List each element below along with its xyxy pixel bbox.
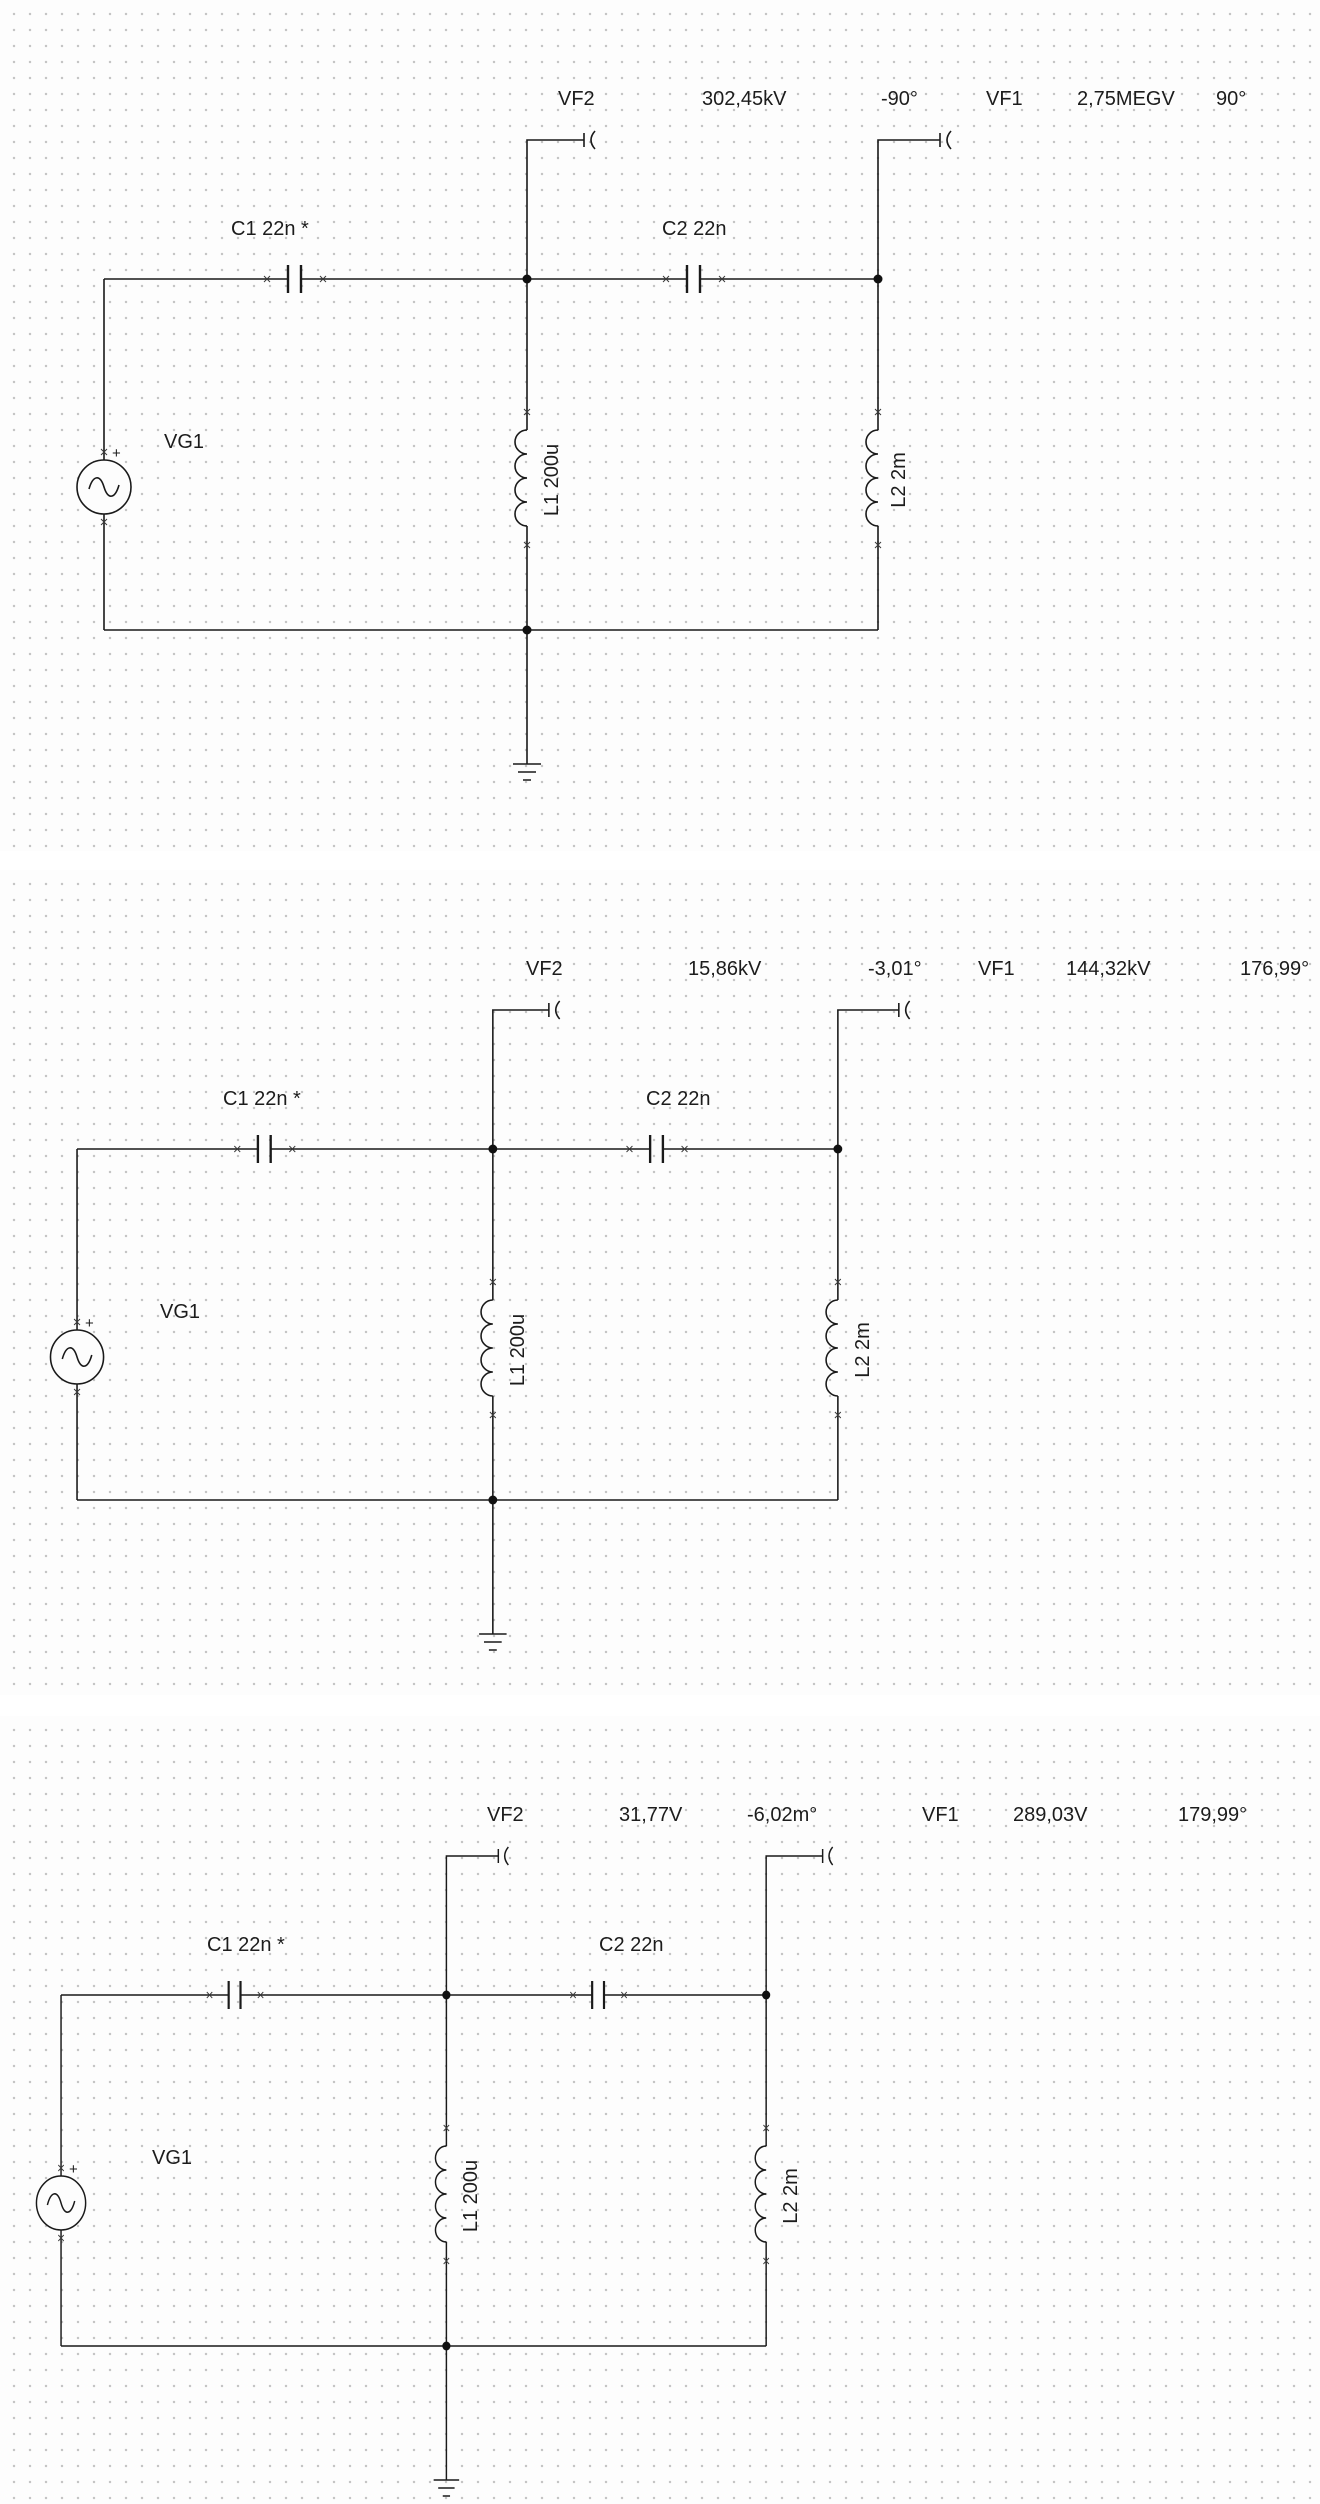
probe-vf2-angle: -90° [881,88,918,110]
probe-vf1-angle: 176,99° [1240,958,1309,980]
source-vg1-label[interactable]: VG1 [152,2147,192,2169]
inductor-l1-label[interactable]: L1 200u [541,444,563,516]
inductor-l2-label[interactable]: L2 2m [780,2168,802,2224]
inductor-l1-label[interactable]: L1 200u [460,2160,482,2232]
source-vg1-label[interactable]: VG1 [160,1301,200,1323]
schematic-canvas-2[interactable]: VF2 15,86kV -3,01° VF1 144,32kV 176,99° … [0,870,1320,1695]
probe-vf2-angle: -6,02m° [747,1804,817,1826]
probe-vf1-value: 2,75MEGV [1077,88,1175,110]
inductor-l2-label[interactable]: L2 2m [852,1322,874,1378]
probe-vf1-value: 289,03V [1013,1804,1088,1826]
circuit-panel-1: VF2 302,45kV -90° VF1 2,75MEGV 90° C1 22… [0,0,1320,851]
probe-vf2-angle: -3,01° [868,958,922,980]
capacitor-c1-label[interactable]: C1 22n * [207,1934,285,1956]
inductor-l2-label[interactable]: L2 2m [888,452,910,508]
probe-vf1-label[interactable]: VF1 [922,1804,959,1826]
circuit-drawing[interactable] [49,999,911,1652]
probe-vf1-label[interactable]: VF1 [986,88,1023,110]
circuit-panel-2: VF2 15,86kV -3,01° VF1 144,32kV 176,99° … [0,870,1320,1695]
capacitor-c2-label[interactable]: C2 22n [646,1088,711,1110]
source-vg1-label[interactable]: VG1 [164,431,204,453]
probe-vf1-label[interactable]: VF1 [978,958,1015,980]
probe-vf2-label[interactable]: VF2 [487,1804,524,1826]
capacitor-c1-label[interactable]: C1 22n * [223,1088,301,1110]
schematic-canvas-3[interactable]: VF2 31,77V -6,02m° VF1 289,03V 179,99° C… [0,1716,1320,2504]
schematic-canvas-1[interactable]: VF2 302,45kV -90° VF1 2,75MEGV 90° C1 22… [0,0,1320,851]
source-polarity-plus: + [69,2161,78,2178]
source-polarity-plus: + [112,445,121,462]
inductor-l1-label[interactable]: L1 200u [507,1314,529,1386]
capacitor-c2-label[interactable]: C2 22n [662,218,727,240]
capacitor-c2-label[interactable]: C2 22n [599,1934,664,1956]
probe-vf1-angle: 90° [1216,88,1246,110]
probe-vf2-label[interactable]: VF2 [526,958,563,980]
probe-vf2-value: 31,77V [619,1804,683,1826]
probe-vf1-angle: 179,99° [1178,1804,1247,1826]
circuit-panel-3: VF2 31,77V -6,02m° VF1 289,03V 179,99° C… [0,1716,1320,2504]
circuit-drawing[interactable] [35,1845,834,2498]
probe-vf2-value: 302,45kV [702,88,787,110]
probe-vf1-value: 144,32kV [1066,958,1151,980]
probe-vf2-label[interactable]: VF2 [558,88,595,110]
probe-vf2-value: 15,86kV [688,958,762,980]
circuit-drawing[interactable] [75,129,953,782]
capacitor-c1-label[interactable]: C1 22n * [231,218,309,240]
source-polarity-plus: + [85,1315,94,1332]
